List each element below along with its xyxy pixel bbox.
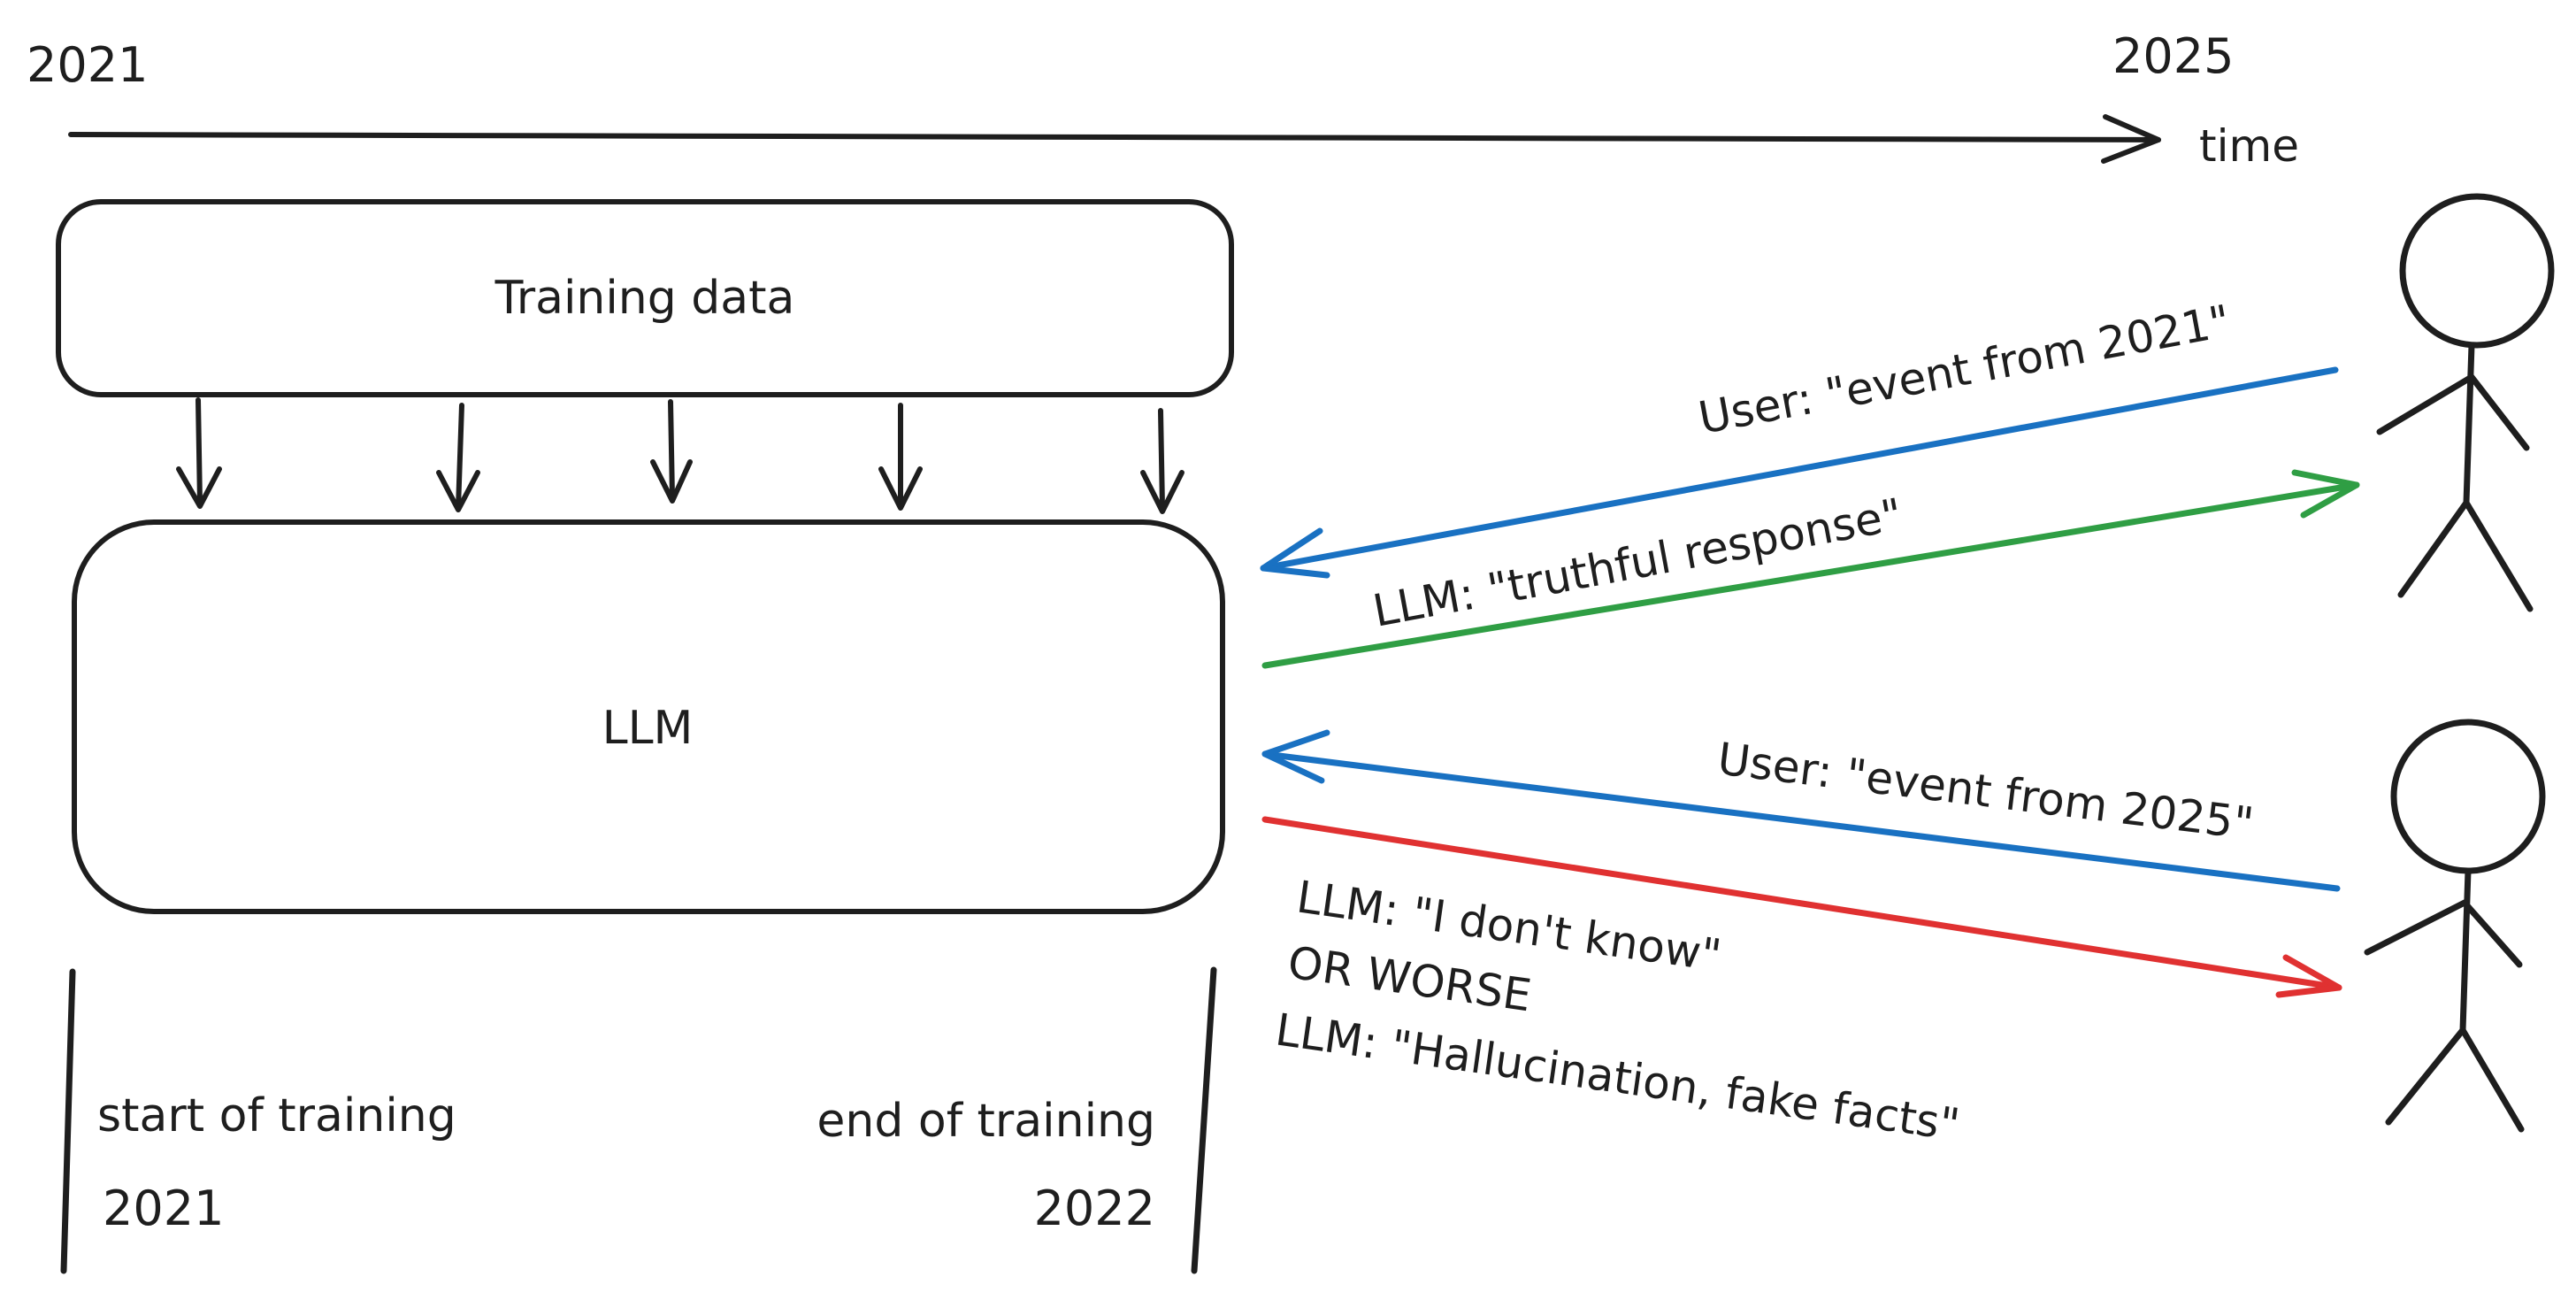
training-end-year: 2022 bbox=[1034, 1181, 1155, 1236]
hallucination-response-label: LLM: "Hallucination, fake facts" bbox=[1272, 1004, 1963, 1150]
arrowhead-icon bbox=[2291, 469, 2360, 519]
training-end-marker bbox=[1191, 966, 1217, 1274]
down-arrow-icon bbox=[436, 403, 480, 512]
user-body-icon bbox=[2463, 342, 2475, 506]
user-figure-top bbox=[2376, 193, 2555, 612]
training-data-label: Training data bbox=[494, 272, 795, 325]
training-period: start of training 2021 end of training 2… bbox=[60, 966, 1217, 1274]
training-start-marker bbox=[60, 968, 76, 1274]
timeline-arrow-line bbox=[68, 132, 2161, 142]
user-query-arrow-2021 bbox=[1260, 366, 2339, 572]
user-head-icon bbox=[2399, 193, 2555, 349]
llm-label: LLM bbox=[602, 702, 694, 755]
user-arms-icon bbox=[2376, 373, 2530, 451]
truthful-response-arrow bbox=[1261, 481, 2360, 669]
down-arrow-icon bbox=[176, 397, 222, 509]
training-data-box: Training data bbox=[56, 199, 1234, 397]
timeline-arrowhead-icon bbox=[2101, 114, 2161, 164]
user-legs-icon bbox=[2397, 499, 2534, 612]
exchange-2025: User: "event from 2025" LLM: "I don't kn… bbox=[1261, 729, 2342, 1150]
exchange-2021: User: "event from 2021" LLM: "truthful r… bbox=[1260, 296, 2360, 669]
down-arrow-icon bbox=[650, 399, 693, 504]
truthful-response-label: LLM: "truthful response" bbox=[1369, 488, 1906, 637]
data-flow-arrows bbox=[176, 397, 1184, 514]
arrowhead-icon bbox=[1260, 527, 1330, 579]
user-figure-bottom bbox=[2364, 719, 2546, 1133]
user-query-2025-label: User: "event from 2025" bbox=[1715, 733, 2257, 850]
timeline: 2021 2025 time bbox=[27, 28, 2299, 172]
llm-box: LLM bbox=[72, 519, 1225, 914]
down-arrow-icon bbox=[878, 403, 923, 511]
training-start-year: 2021 bbox=[103, 1181, 224, 1236]
llm-box-border bbox=[72, 519, 1225, 914]
user-legs-icon bbox=[2385, 1027, 2525, 1133]
timeline-end-year: 2025 bbox=[2112, 28, 2234, 84]
user-head-icon bbox=[2390, 719, 2546, 874]
training-start-label: start of training bbox=[97, 1089, 456, 1142]
down-arrow-icon bbox=[1140, 408, 1184, 514]
timeline-start-year: 2021 bbox=[27, 37, 148, 93]
user-body-icon bbox=[2459, 867, 2472, 1034]
user-query-arrow-2025 bbox=[1261, 750, 2341, 892]
training-data-box-border bbox=[56, 199, 1234, 397]
bad-response-arrow bbox=[1261, 816, 2342, 991]
time-axis-label: time bbox=[2199, 120, 2299, 172]
training-end-label: end of training bbox=[816, 1095, 1155, 1148]
user-query-2021-label: User: "event from 2021" bbox=[1695, 296, 2235, 444]
user-arms-icon bbox=[2364, 899, 2523, 968]
arrowhead-icon bbox=[1261, 729, 1330, 784]
arrowhead-icon bbox=[2275, 954, 2342, 998]
